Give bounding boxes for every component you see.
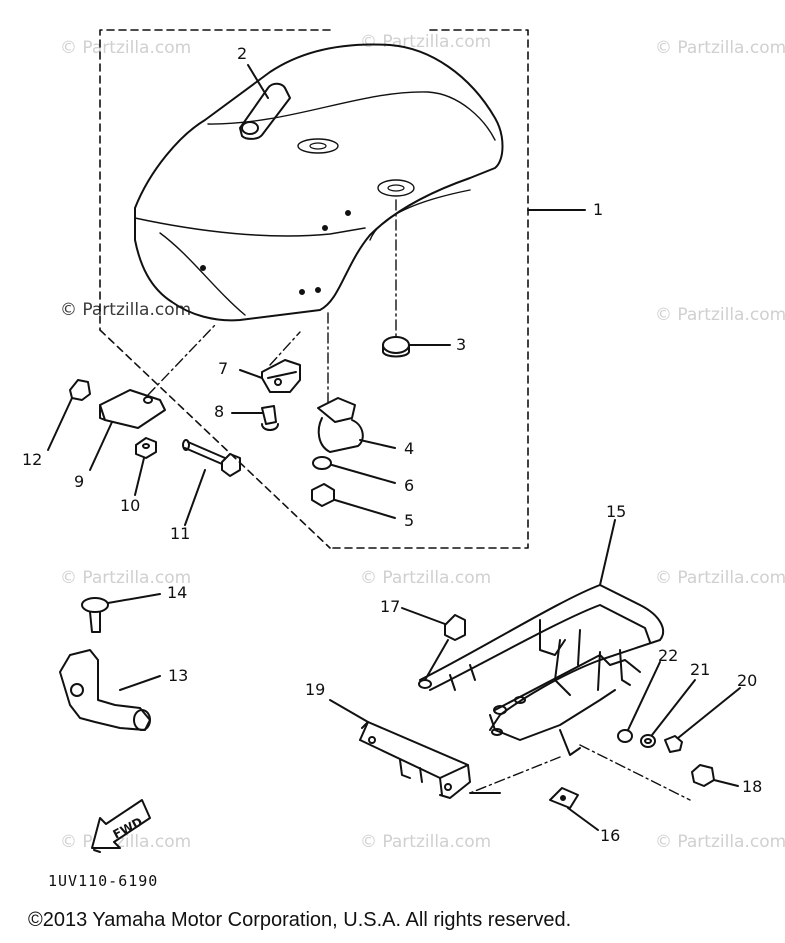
callout-4: 4 bbox=[404, 439, 415, 458]
watermark: © Partzilla.com bbox=[60, 568, 192, 588]
callout-10: 10 bbox=[120, 496, 141, 515]
callout-3: 3 bbox=[456, 335, 467, 354]
watermark: © Partzilla.com bbox=[60, 300, 192, 320]
callout-20: 20 bbox=[737, 671, 758, 690]
bracket-7 bbox=[239, 359, 301, 393]
callout-15: 15 bbox=[606, 502, 627, 521]
callout-17: 17 bbox=[380, 597, 401, 616]
bracket-19 bbox=[329, 699, 501, 799]
washer-6 bbox=[312, 456, 396, 484]
nut-5 bbox=[311, 483, 396, 519]
washer-21 bbox=[640, 679, 696, 748]
callout-2: 2 bbox=[237, 44, 248, 63]
watermark: © Partzilla.com bbox=[360, 568, 492, 588]
callout-7: 7 bbox=[218, 359, 229, 378]
cap-17 bbox=[401, 607, 466, 689]
seat bbox=[134, 43, 504, 322]
leader-2 bbox=[247, 64, 269, 99]
callout-8: 8 bbox=[214, 402, 225, 421]
bracket-16 bbox=[549, 787, 599, 831]
watermark: © Partzilla.com bbox=[655, 305, 785, 325]
callout-14: 14 bbox=[167, 583, 188, 602]
callout-21: 21 bbox=[690, 660, 711, 679]
callout-1: 1 bbox=[593, 200, 604, 219]
callout-11: 11 bbox=[170, 524, 191, 543]
bolt-14 bbox=[81, 593, 161, 633]
grommet-3 bbox=[382, 336, 451, 358]
diagram-code: 1UV110-6190 bbox=[48, 872, 159, 890]
callout-12: 12 bbox=[22, 450, 43, 469]
washer-22 bbox=[617, 661, 661, 743]
watermark: © Partzilla.com bbox=[60, 38, 192, 58]
assembly-boundary bbox=[99, 29, 529, 549]
lock-13 bbox=[59, 649, 161, 731]
watermark: © Partzilla.com bbox=[655, 568, 785, 588]
nut-10 bbox=[134, 437, 157, 496]
callout-19: 19 bbox=[305, 680, 326, 699]
bolt-8 bbox=[231, 405, 279, 431]
nut-12 bbox=[47, 379, 91, 451]
callout-18: 18 bbox=[742, 777, 763, 796]
callout-13: 13 bbox=[168, 666, 189, 685]
watermark: © Partzilla.com bbox=[655, 38, 785, 58]
callout-22: 22 bbox=[658, 646, 679, 665]
bolt-11 bbox=[182, 439, 241, 526]
carrier-rack-15 bbox=[419, 519, 665, 756]
callout-9: 9 bbox=[74, 472, 85, 491]
bracket-9 bbox=[89, 389, 166, 471]
bolt-20 bbox=[664, 687, 741, 753]
fwd-arrow-icon bbox=[91, 799, 151, 853]
callout-6: 6 bbox=[404, 476, 415, 495]
attachment-lines bbox=[147, 199, 691, 801]
watermark: © Partzilla.com bbox=[360, 32, 492, 52]
callout-16: 16 bbox=[600, 826, 621, 845]
watermark: © Partzilla.com bbox=[360, 832, 492, 852]
copyright-notice: ©2013 Yamaha Motor Corporation, U.S.A. A… bbox=[28, 909, 572, 931]
cap-18 bbox=[691, 764, 739, 787]
watermark: © Partzilla.com bbox=[655, 832, 785, 852]
callout-5: 5 bbox=[404, 511, 415, 530]
hook-4 bbox=[317, 397, 396, 453]
